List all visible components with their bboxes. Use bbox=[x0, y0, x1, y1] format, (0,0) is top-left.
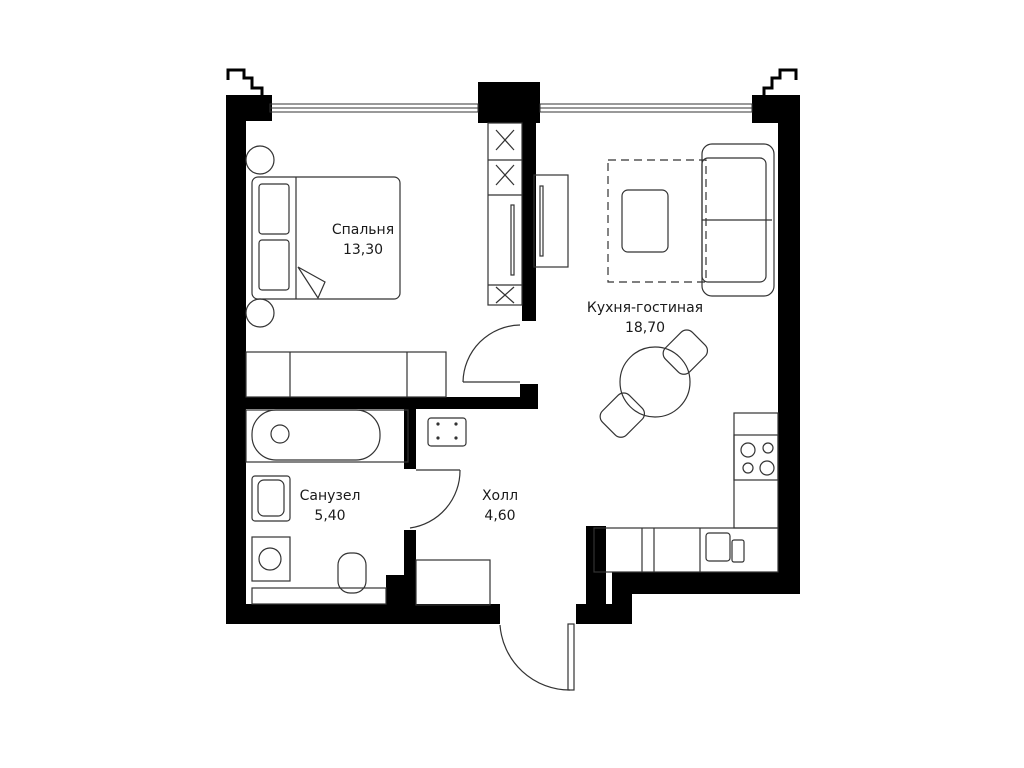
nightstand-bottom bbox=[245, 298, 275, 328]
rug bbox=[607, 159, 707, 283]
hall-wardrobe bbox=[415, 559, 491, 606]
parapets bbox=[226, 68, 798, 95]
windows[interactable] bbox=[269, 103, 753, 113]
room-name: Санузел bbox=[299, 488, 361, 504]
room-area: 13,30 bbox=[342, 242, 384, 258]
room-label-bathroom: Санузел 5,40 bbox=[290, 486, 370, 526]
entrance-door bbox=[499, 624, 571, 691]
toilet bbox=[337, 552, 367, 594]
built-in-closet bbox=[487, 122, 523, 306]
double-bed bbox=[251, 176, 401, 300]
room-area: 5,40 bbox=[314, 508, 346, 524]
nightstand-top bbox=[245, 145, 275, 175]
furniture bbox=[245, 122, 779, 691]
walls bbox=[226, 85, 800, 624]
room-name: Холл bbox=[481, 488, 519, 504]
washing-machine bbox=[251, 536, 291, 582]
sink bbox=[705, 532, 731, 562]
room-area: 18,70 bbox=[624, 320, 666, 336]
coffee-table bbox=[621, 189, 669, 253]
wardrobe bbox=[245, 351, 447, 398]
room-label-hall: Холл 4,60 bbox=[470, 486, 530, 526]
parapet-teeth bbox=[478, 82, 540, 88]
room-name: Кухня-гостиная bbox=[586, 300, 704, 316]
round-dining-table bbox=[619, 346, 691, 418]
cooktop bbox=[733, 434, 779, 481]
bathroom-door bbox=[409, 469, 461, 529]
room-area: 4,60 bbox=[484, 508, 516, 524]
tv-cabinet bbox=[533, 174, 569, 268]
room-name: Спальня bbox=[331, 222, 395, 238]
washbasin bbox=[251, 475, 291, 522]
hall-cabinet bbox=[427, 417, 467, 447]
room-label-bedroom: Спальня 13,30 bbox=[318, 220, 408, 260]
room-label-kitchen-living: Кухня-гостиная 18,70 bbox=[580, 298, 710, 338]
bedroom-door bbox=[462, 324, 521, 383]
